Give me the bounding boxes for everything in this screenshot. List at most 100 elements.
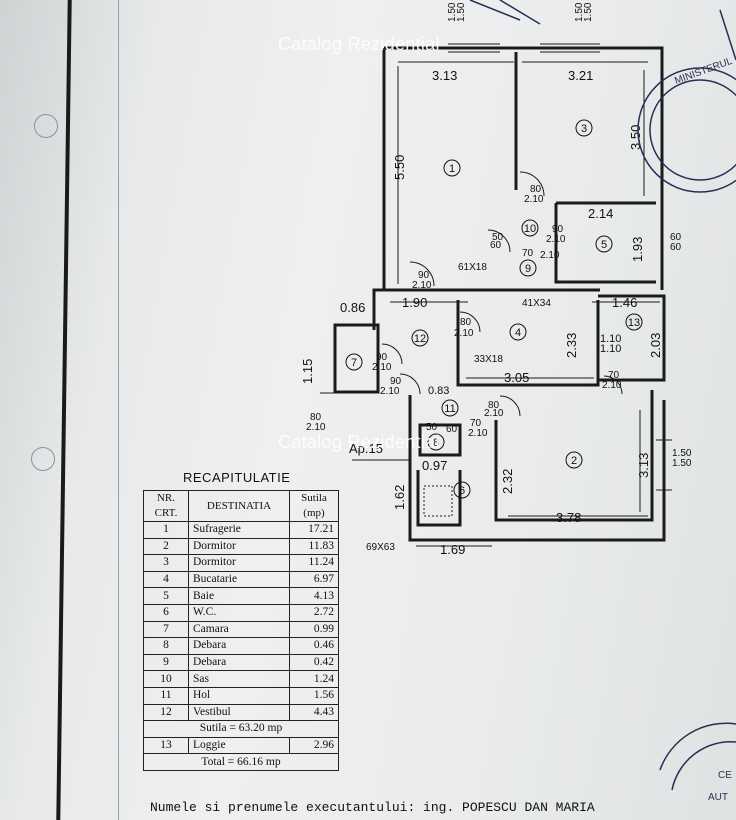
dim-line <box>416 410 641 547</box>
room-marker <box>441 399 459 417</box>
cell: 2.72 <box>289 603 339 622</box>
cell: Camara <box>188 620 290 639</box>
cell: 7 <box>143 620 189 639</box>
dim-label: 1.69 <box>440 542 465 557</box>
room-number: 7 <box>351 357 357 369</box>
door-label: 70 <box>608 370 620 381</box>
margin-line-light <box>118 0 119 820</box>
dim-label: 2.32 <box>500 469 515 494</box>
dim-label: 1.46 <box>612 295 637 310</box>
room-marker <box>509 323 527 341</box>
door-label: 80 <box>460 317 472 328</box>
door-label: 90 <box>418 270 430 281</box>
room-number: 10 <box>524 223 536 235</box>
cell: Bucatarie <box>188 570 290 589</box>
cell: W.C. <box>188 603 290 622</box>
signature-scribble <box>469 0 736 61</box>
door-arc <box>381 343 403 365</box>
room-number: 6 <box>459 485 465 497</box>
room-number: 1 <box>449 163 455 175</box>
wall-right <box>494 390 654 522</box>
table-header-row: NR. CRT. DESTINATIA Sutila (mp) <box>143 490 339 522</box>
room-marker <box>519 259 537 277</box>
door-label: 90 <box>390 376 402 387</box>
room-marker <box>521 219 539 237</box>
dim-label: 3.13 <box>636 453 651 478</box>
duct-label: 41X34 <box>522 298 551 309</box>
room-number: 4 <box>515 327 521 339</box>
executant-line: Numele si prenumele executantului: ing. … <box>150 800 595 815</box>
cell: 6 <box>143 603 189 622</box>
apartment-label: Ap.15 <box>349 441 383 456</box>
door-label: 2.10 <box>524 194 544 205</box>
bottom-stamp <box>659 722 736 771</box>
cell: Debara <box>188 653 290 672</box>
door-label: 2.10 <box>412 280 432 291</box>
window-label: 60 <box>670 242 682 253</box>
door-label: 60 <box>446 424 458 435</box>
wall-debara <box>418 423 462 457</box>
window-label: 1.50 <box>672 458 692 469</box>
door-label: 90 <box>376 352 388 363</box>
cell: 11.24 <box>289 554 339 572</box>
cell: Debara <box>188 637 290 655</box>
dim-label: 3.78 <box>556 510 581 525</box>
door-arc <box>499 395 521 417</box>
official-stamp-inner <box>649 79 736 181</box>
cell: 10 <box>143 670 189 688</box>
cell: 2.96 <box>289 736 339 755</box>
recap-title: RECAPITULATIE <box>183 470 291 485</box>
duct-label: 61X18 <box>458 262 487 273</box>
dim-label: 0.86 <box>340 300 365 315</box>
door-arc <box>487 229 511 253</box>
wc-fixture <box>423 485 453 517</box>
window-label: 1.50 <box>447 2 458 22</box>
header-cell: DESTINATIA <box>188 490 290 522</box>
subtotal-row: Sutila = 63.20 mp <box>143 720 339 738</box>
cell: 6.97 <box>289 570 339 589</box>
door-label: 2.10 <box>454 328 474 339</box>
dim-label: 3.05 <box>504 370 529 385</box>
door-label: 80 <box>310 412 322 423</box>
window <box>448 43 600 53</box>
room-number: 12 <box>414 333 426 345</box>
cell: 13 <box>143 736 189 755</box>
cell: Baie <box>188 587 290 605</box>
window-label: 1.50 <box>574 2 585 22</box>
door-label: 2.10 <box>540 250 560 261</box>
stamp-text: CE <box>718 770 732 781</box>
room-marker <box>595 235 613 253</box>
room-marker <box>427 433 445 451</box>
door-label: 2.10 <box>380 386 400 397</box>
door-label: 50 <box>426 422 438 433</box>
cell: 8 <box>143 637 189 655</box>
room-number: 9 <box>525 263 531 275</box>
cell: 9 <box>143 653 189 672</box>
cell: Dormitor <box>188 554 290 572</box>
wall-pantry <box>333 323 380 394</box>
wall-kitchen <box>456 300 600 387</box>
cell: Vestibul <box>188 703 290 722</box>
total-cell: Total = 66.16 mp <box>143 753 339 771</box>
door-label: 70 <box>470 418 482 429</box>
bottom-stamp-inner <box>671 741 736 791</box>
dim-label: 3.21 <box>568 68 593 83</box>
door-arc <box>519 171 545 197</box>
watermark: Catalog Rezidential <box>278 432 440 452</box>
room-marker <box>453 481 471 499</box>
dim-label: 3.13 <box>432 68 457 83</box>
cell: Loggie <box>188 736 290 755</box>
window-label: 1.50 <box>456 2 467 22</box>
room-marker <box>345 353 363 371</box>
cell: 1.56 <box>289 686 339 705</box>
wall-loggia <box>598 294 666 382</box>
room-marker <box>575 119 593 137</box>
